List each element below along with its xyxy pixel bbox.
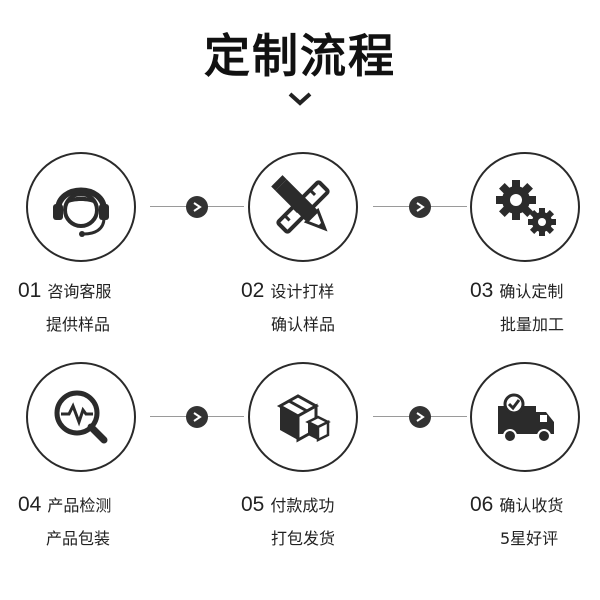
customer-service-headset-icon	[53, 187, 109, 237]
step-4-circle	[26, 362, 136, 472]
pencil-ruler-icon	[271, 175, 330, 234]
step-detail: 产品包装	[46, 529, 111, 548]
step-name: 确认收货	[499, 496, 564, 515]
delivery-truck-icon	[498, 393, 554, 443]
arrow-right-icon	[193, 202, 202, 212]
arrow-right-icon	[416, 412, 425, 422]
step-3-label: 03 确认定制 批量加工	[470, 278, 600, 335]
step-connector-4	[373, 406, 467, 428]
boxes-icon	[276, 394, 331, 443]
arrow-right-icon	[416, 202, 425, 212]
step-6-circle	[470, 362, 580, 472]
step-1-circle	[26, 152, 136, 262]
page-title: 定制流程	[204, 29, 396, 83]
step-number: 01	[18, 279, 42, 302]
step-name: 咨询客服	[47, 282, 112, 301]
step-number: 03	[470, 279, 494, 302]
step-detail: 5星好评	[500, 529, 559, 548]
inspection-magnifier-icon	[54, 390, 108, 444]
step-connector-3	[150, 406, 244, 428]
step-connector-2	[373, 196, 467, 218]
step-detail: 打包发货	[271, 529, 336, 548]
step-name: 付款成功	[270, 496, 335, 515]
step-name: 确认定制	[499, 282, 564, 301]
step-3-circle	[470, 152, 580, 262]
step-5-circle	[248, 362, 358, 472]
step-number: 02	[241, 279, 265, 302]
step-connector-1	[150, 196, 244, 218]
step-4-label: 04 产品检测 产品包装	[18, 492, 178, 549]
step-1-label: 01 咨询客服 提供样品	[18, 278, 178, 335]
step-2-label: 02 设计打样 确认样品	[241, 278, 401, 335]
step-name: 设计打样	[270, 282, 335, 301]
step-detail: 批量加工	[500, 315, 565, 334]
arrow-right-icon	[193, 412, 202, 422]
step-2-circle	[248, 152, 358, 262]
step-number: 04	[18, 493, 42, 516]
step-detail: 确认样品	[271, 315, 336, 334]
step-name: 产品检测	[47, 496, 112, 515]
step-6-label: 06 确认收货 5星好评	[470, 492, 600, 549]
chevron-down-icon	[288, 92, 312, 106]
gears-icon	[496, 180, 556, 236]
step-5-label: 05 付款成功 打包发货	[241, 492, 401, 549]
step-number: 06	[470, 493, 494, 516]
step-number: 05	[241, 493, 265, 516]
step-detail: 提供样品	[46, 315, 111, 334]
